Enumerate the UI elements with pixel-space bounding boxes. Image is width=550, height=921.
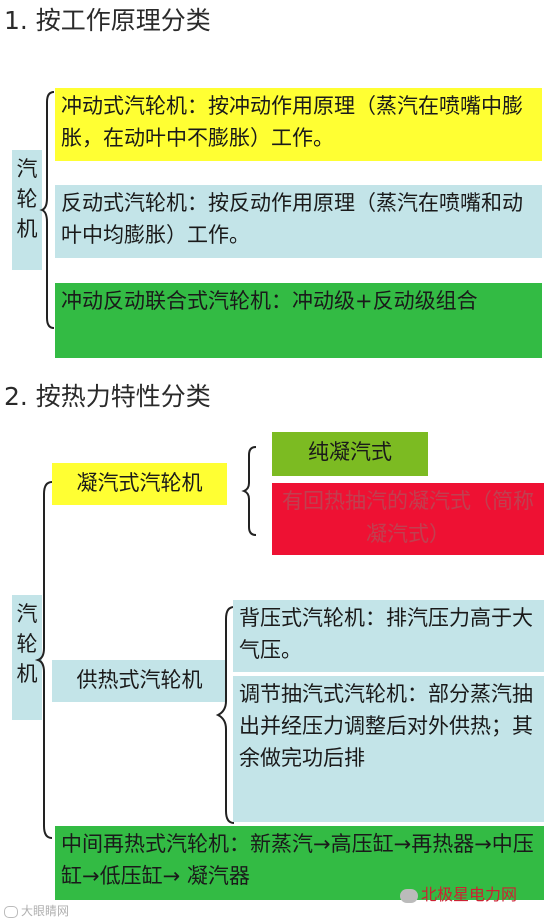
impulse-turbine-box: 冲动式汽轮机：按冲动作用原理（蒸汽在喷嘴中膨胀，在动叶中不膨胀）工作。	[55, 88, 542, 161]
heating-brace	[215, 606, 235, 824]
weibo-icon	[4, 905, 18, 918]
condensing-turbine-label: 凝汽式汽轮机	[52, 463, 227, 505]
pure-condensing-box: 纯凝汽式	[272, 432, 428, 476]
watermark-right: 北极星电力网	[400, 881, 517, 905]
section1-brace	[39, 91, 55, 329]
section1-group-label: 汽 轮 机	[12, 150, 42, 270]
watermark-left: 大眼睛网	[4, 902, 69, 919]
watermark-right-text: 北极星电力网	[421, 885, 518, 904]
watermark-left-text: 大眼睛网	[21, 904, 70, 918]
wechat-icon	[400, 888, 418, 903]
regenerative-condensing-box: 有回热抽汽的凝汽式（简称凝汽式）	[272, 483, 544, 555]
reaction-turbine-box: 反动式汽轮机：按反动作用原理（蒸汽在喷嘴和动叶中均膨胀）工作。	[55, 185, 542, 258]
back-pressure-box: 背压式汽轮机：排汽压力高于大气压。	[233, 600, 544, 672]
section2-brace	[34, 481, 53, 839]
heating-turbine-label: 供热式汽轮机	[52, 660, 227, 702]
extraction-turbine-box: 调节抽汽式汽轮机：部分蒸汽抽出并经压力调整后对外供热；其余做完功后排	[233, 676, 544, 822]
condensing-brace	[241, 446, 257, 536]
impulse-reaction-turbine-box: 冲动反动联合式汽轮机：冲动级+反动级组合	[55, 283, 542, 358]
section2-title: 2. 按热力特性分类	[4, 382, 211, 411]
section2-group-label: 汽 轮 机	[12, 595, 42, 720]
section1-title: 1. 按工作原理分类	[4, 6, 211, 35]
reheat-turbine-box: 中间再热式汽轮机：新蒸汽→高压缸→再热器→中压缸→低压缸→ 凝汽器	[55, 826, 544, 900]
